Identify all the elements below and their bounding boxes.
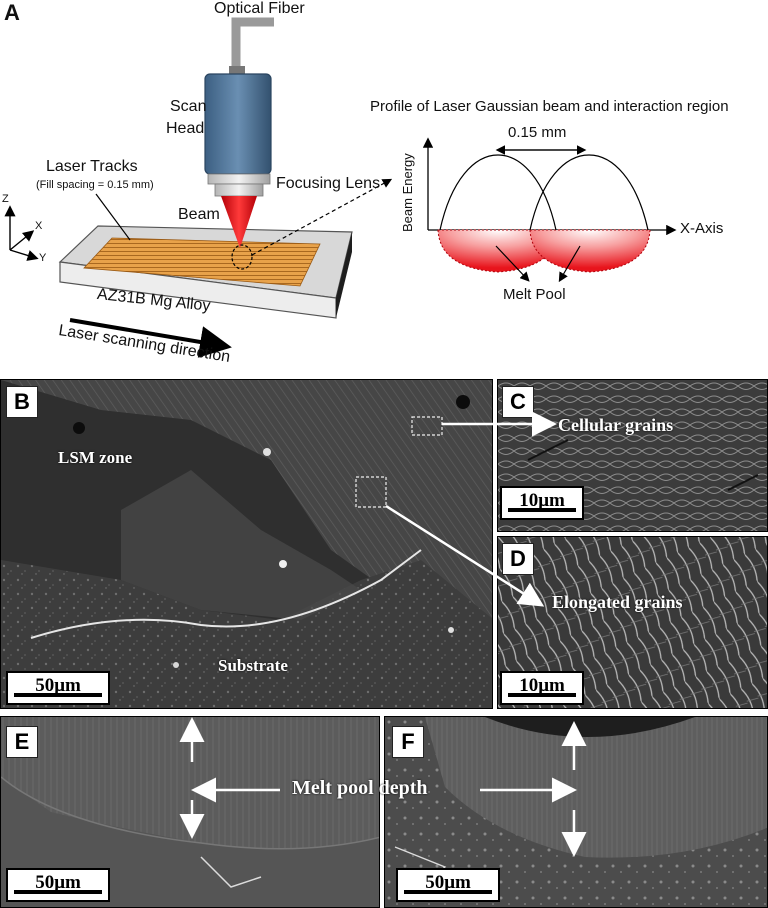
panel-b-letter: B bbox=[6, 386, 38, 418]
panel-d-letter: D bbox=[502, 543, 534, 575]
scan-head-label-2: Head bbox=[166, 120, 205, 137]
panel-a-illustration bbox=[4, 17, 677, 358]
panel-d-scalebar: 10μm bbox=[500, 671, 584, 705]
panel-f-image bbox=[384, 716, 768, 908]
panel-c-scale-text: 10μm bbox=[519, 490, 565, 511]
panel-e-scale-text: 50μm bbox=[35, 872, 81, 893]
gaussian-left bbox=[439, 154, 557, 231]
spacing-label: 0.15 mm bbox=[508, 124, 567, 141]
melt-pool-left bbox=[437, 229, 559, 273]
gaussian-right bbox=[529, 154, 649, 231]
panel-f-scalebar: 50μm bbox=[396, 868, 500, 902]
laser-tracks-label: Laser Tracks bbox=[46, 158, 138, 175]
panel-d-scale-bar bbox=[508, 693, 576, 697]
panel-f-scale-bar bbox=[404, 890, 492, 894]
melt-pool-depth-label: Melt pool depth bbox=[292, 777, 428, 799]
lsm-zone-label: LSM zone bbox=[58, 448, 133, 467]
panel-c-letter: C bbox=[502, 386, 534, 418]
fill-spacing-label: (Fill spacing = 0.15 mm) bbox=[36, 179, 154, 191]
panel-b-image bbox=[0, 379, 493, 709]
panel-c-scalebar: 10μm bbox=[500, 486, 584, 520]
melt-pool-right bbox=[529, 229, 651, 273]
x-axis-label: X-Axis bbox=[680, 220, 724, 237]
panel-b-scale-bar bbox=[14, 693, 102, 697]
substrate-label: Substrate bbox=[218, 656, 288, 675]
panel-a-letter: A bbox=[4, 0, 20, 25]
panel-f-scale-text: 50μm bbox=[425, 872, 471, 893]
cellular-grains-label: Cellular grains bbox=[558, 415, 674, 435]
optical-fiber-label: Optical Fiber bbox=[214, 0, 305, 17]
panel-b-texture bbox=[1, 380, 492, 708]
panel-e-scalebar: 50μm bbox=[6, 868, 110, 902]
panel-f-letter: F bbox=[392, 726, 424, 758]
elongated-grains-label: Elongated grains bbox=[552, 592, 683, 612]
melt-pool-label: Melt Pool bbox=[503, 286, 566, 303]
panel-b-scalebar: 50μm bbox=[6, 671, 110, 705]
scan-head-label-1: Scan bbox=[170, 98, 207, 115]
axis-x-label: X bbox=[35, 220, 43, 232]
panel-e-scale-bar bbox=[14, 890, 102, 894]
panel-c-scale-bar bbox=[508, 508, 576, 512]
focusing-lens-label: Focusing Lens bbox=[276, 175, 381, 192]
panel-d-scale-text: 10μm bbox=[519, 675, 565, 696]
profile-title: Profile of Laser Gaussian beam and inter… bbox=[370, 98, 729, 115]
panel-b-scale-text: 50μm bbox=[35, 675, 81, 696]
panel-e-letter: E bbox=[6, 726, 38, 758]
beam-label: Beam bbox=[178, 206, 220, 223]
axis-y-label: Y bbox=[39, 252, 47, 264]
axis-z-label: Z bbox=[2, 193, 9, 205]
